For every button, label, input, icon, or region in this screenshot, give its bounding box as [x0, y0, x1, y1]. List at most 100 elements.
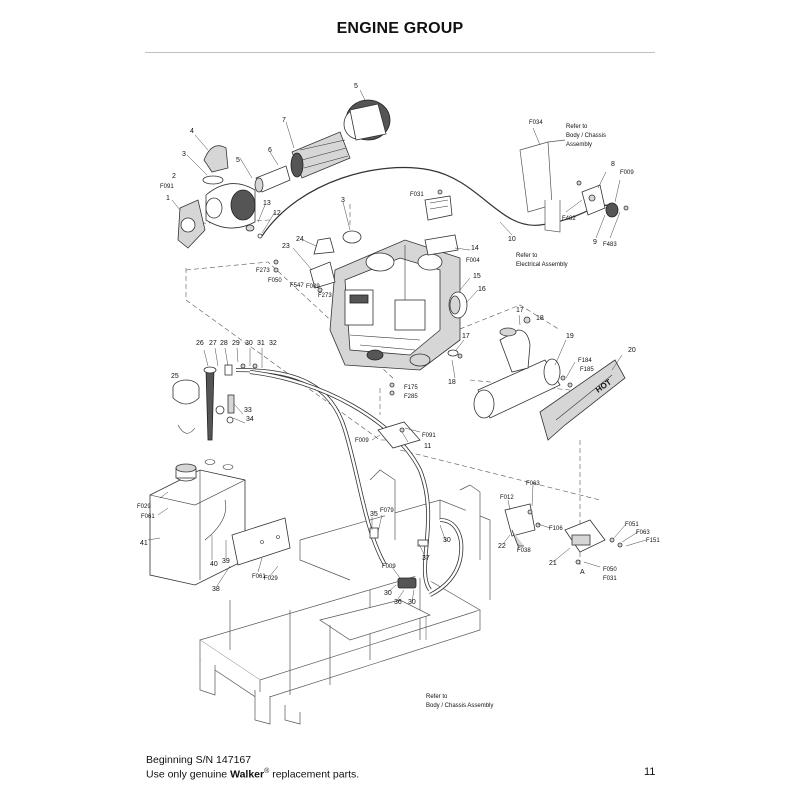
callout-F029-left: F029	[137, 504, 151, 510]
callout-26: 26	[196, 340, 204, 347]
callout-35: 35	[370, 511, 378, 518]
callout-F031-top: F031	[410, 192, 424, 198]
callout-F061-bottom: F061	[252, 574, 266, 580]
serial-number-note: Beginning S/N 147167	[146, 754, 252, 766]
genuine-parts-note: Use only genuine Walker® replacement par…	[146, 766, 359, 781]
callout-F050-right: F050	[603, 567, 617, 573]
engine-block	[329, 239, 461, 371]
registered-mark: ®	[264, 768, 270, 775]
callout-6: 6	[268, 147, 272, 154]
gas-cap	[172, 379, 200, 434]
callout-F185: F185	[580, 367, 594, 373]
callout-F285: F285	[404, 394, 418, 400]
callout-4: 4	[190, 128, 194, 135]
callout-1: 1	[166, 195, 170, 202]
muffler	[447, 316, 561, 419]
callout-24: 24	[296, 236, 304, 243]
callout-40: 40	[210, 561, 218, 568]
callout-9: 9	[593, 239, 597, 246]
callout-F061-left: F061	[141, 514, 155, 520]
callout-F091-mid: F091	[422, 433, 436, 439]
callout-F051: F051	[625, 522, 639, 528]
callout-7: 7	[282, 117, 286, 124]
callout-16: 16	[478, 286, 486, 293]
callout-30-bottom-right: 30	[408, 599, 416, 606]
callout-13: 13	[263, 200, 271, 207]
body-ref-bottom-line1: Refer to	[426, 694, 448, 700]
callout-F482: F482	[562, 216, 576, 222]
callout-F009-left: F009	[306, 284, 320, 290]
regulator-rectifier	[424, 189, 453, 221]
callout-F063-top: F063	[526, 481, 540, 487]
callout-41: 41	[140, 540, 148, 547]
callout-F031-right: F031	[603, 576, 617, 582]
callout-30-right: 30	[443, 537, 451, 544]
callout-F483: F483	[603, 242, 617, 248]
air-cleaner-assembly	[177, 99, 391, 293]
callout-3-engine: 3	[341, 197, 345, 204]
dipstick	[203, 366, 217, 441]
callout-3: 3	[182, 151, 186, 158]
callout-30: 30	[245, 340, 253, 347]
page-number: 11	[644, 766, 656, 778]
callout-F063-right: F063	[636, 530, 650, 536]
callout-F091-left: F091	[160, 184, 174, 190]
callout-19: 19	[566, 333, 574, 340]
callout-32: 32	[269, 340, 277, 347]
callout-F038: F038	[517, 548, 531, 554]
callout-F029-bottom: F029	[264, 576, 278, 582]
callout-17-right: 17	[516, 307, 524, 314]
body-ref-top-line3: Assembly	[566, 142, 592, 148]
callout-F273-left: F273	[256, 268, 270, 274]
callout-14: 14	[471, 245, 479, 252]
engine-base-plate	[377, 382, 421, 449]
chassis-frame	[199, 469, 491, 725]
callout-F009-bottom: F009	[382, 564, 396, 570]
callout-F106: F106	[549, 526, 563, 532]
callout-28: 28	[220, 340, 228, 347]
electrical-ref-line1: Refer to	[516, 253, 538, 259]
callout-31: 31	[257, 340, 265, 347]
callout-F547: F547	[290, 283, 304, 289]
callout-39: 39	[222, 558, 230, 565]
callout-15: 15	[473, 273, 481, 280]
callout-12: 12	[273, 210, 281, 217]
callout-21: 21	[549, 560, 557, 567]
callout-F009-mid: F009	[355, 438, 369, 444]
engine-bracket	[424, 234, 459, 256]
callout-22: 22	[498, 543, 506, 550]
callout-34: 34	[246, 416, 254, 423]
callout-5: 5	[236, 157, 240, 164]
body-ref-bottom-line2: Body / Chassis Assembly	[426, 703, 493, 709]
body-ref-top-line1: Refer to	[566, 124, 588, 130]
throttle-cable	[261, 167, 611, 237]
tank-guard-plate	[231, 517, 291, 566]
callout-F175: F175	[404, 385, 418, 391]
callout-F151: F151	[646, 538, 660, 544]
callout-38: 38	[212, 586, 220, 593]
page-title: ENGINE GROUP	[336, 20, 464, 37]
callout-18-left: 18	[448, 379, 456, 386]
heat-shield: HOT	[539, 359, 626, 441]
callout-F079: F079	[380, 508, 394, 514]
fuel-tank	[149, 459, 246, 586]
callout-37: 37	[422, 555, 430, 562]
body-ref-top-line2: Body / Chassis	[566, 133, 606, 139]
callout-8: 8	[611, 161, 615, 168]
callout-33: 33	[244, 407, 252, 414]
callout-2: 2	[172, 173, 176, 180]
callout-25: 25	[171, 373, 179, 380]
page-footer: Beginning S/N 147167 Use only genuine Wa…	[146, 754, 359, 781]
callout-20: 20	[628, 347, 636, 354]
callout-F034: F034	[529, 120, 543, 126]
callout-30-bottom-left: 30	[384, 590, 392, 597]
callout-F050: F050	[268, 278, 282, 284]
callout-17-left: 17	[462, 333, 470, 340]
callout-10: 10	[508, 236, 516, 243]
genuine-parts-prefix: Use only genuine	[146, 768, 231, 781]
control-bracket	[519, 139, 629, 233]
callout-18-right: 18	[536, 315, 544, 322]
fuel-fittings	[215, 363, 258, 424]
fuel-hoses	[235, 368, 464, 597]
